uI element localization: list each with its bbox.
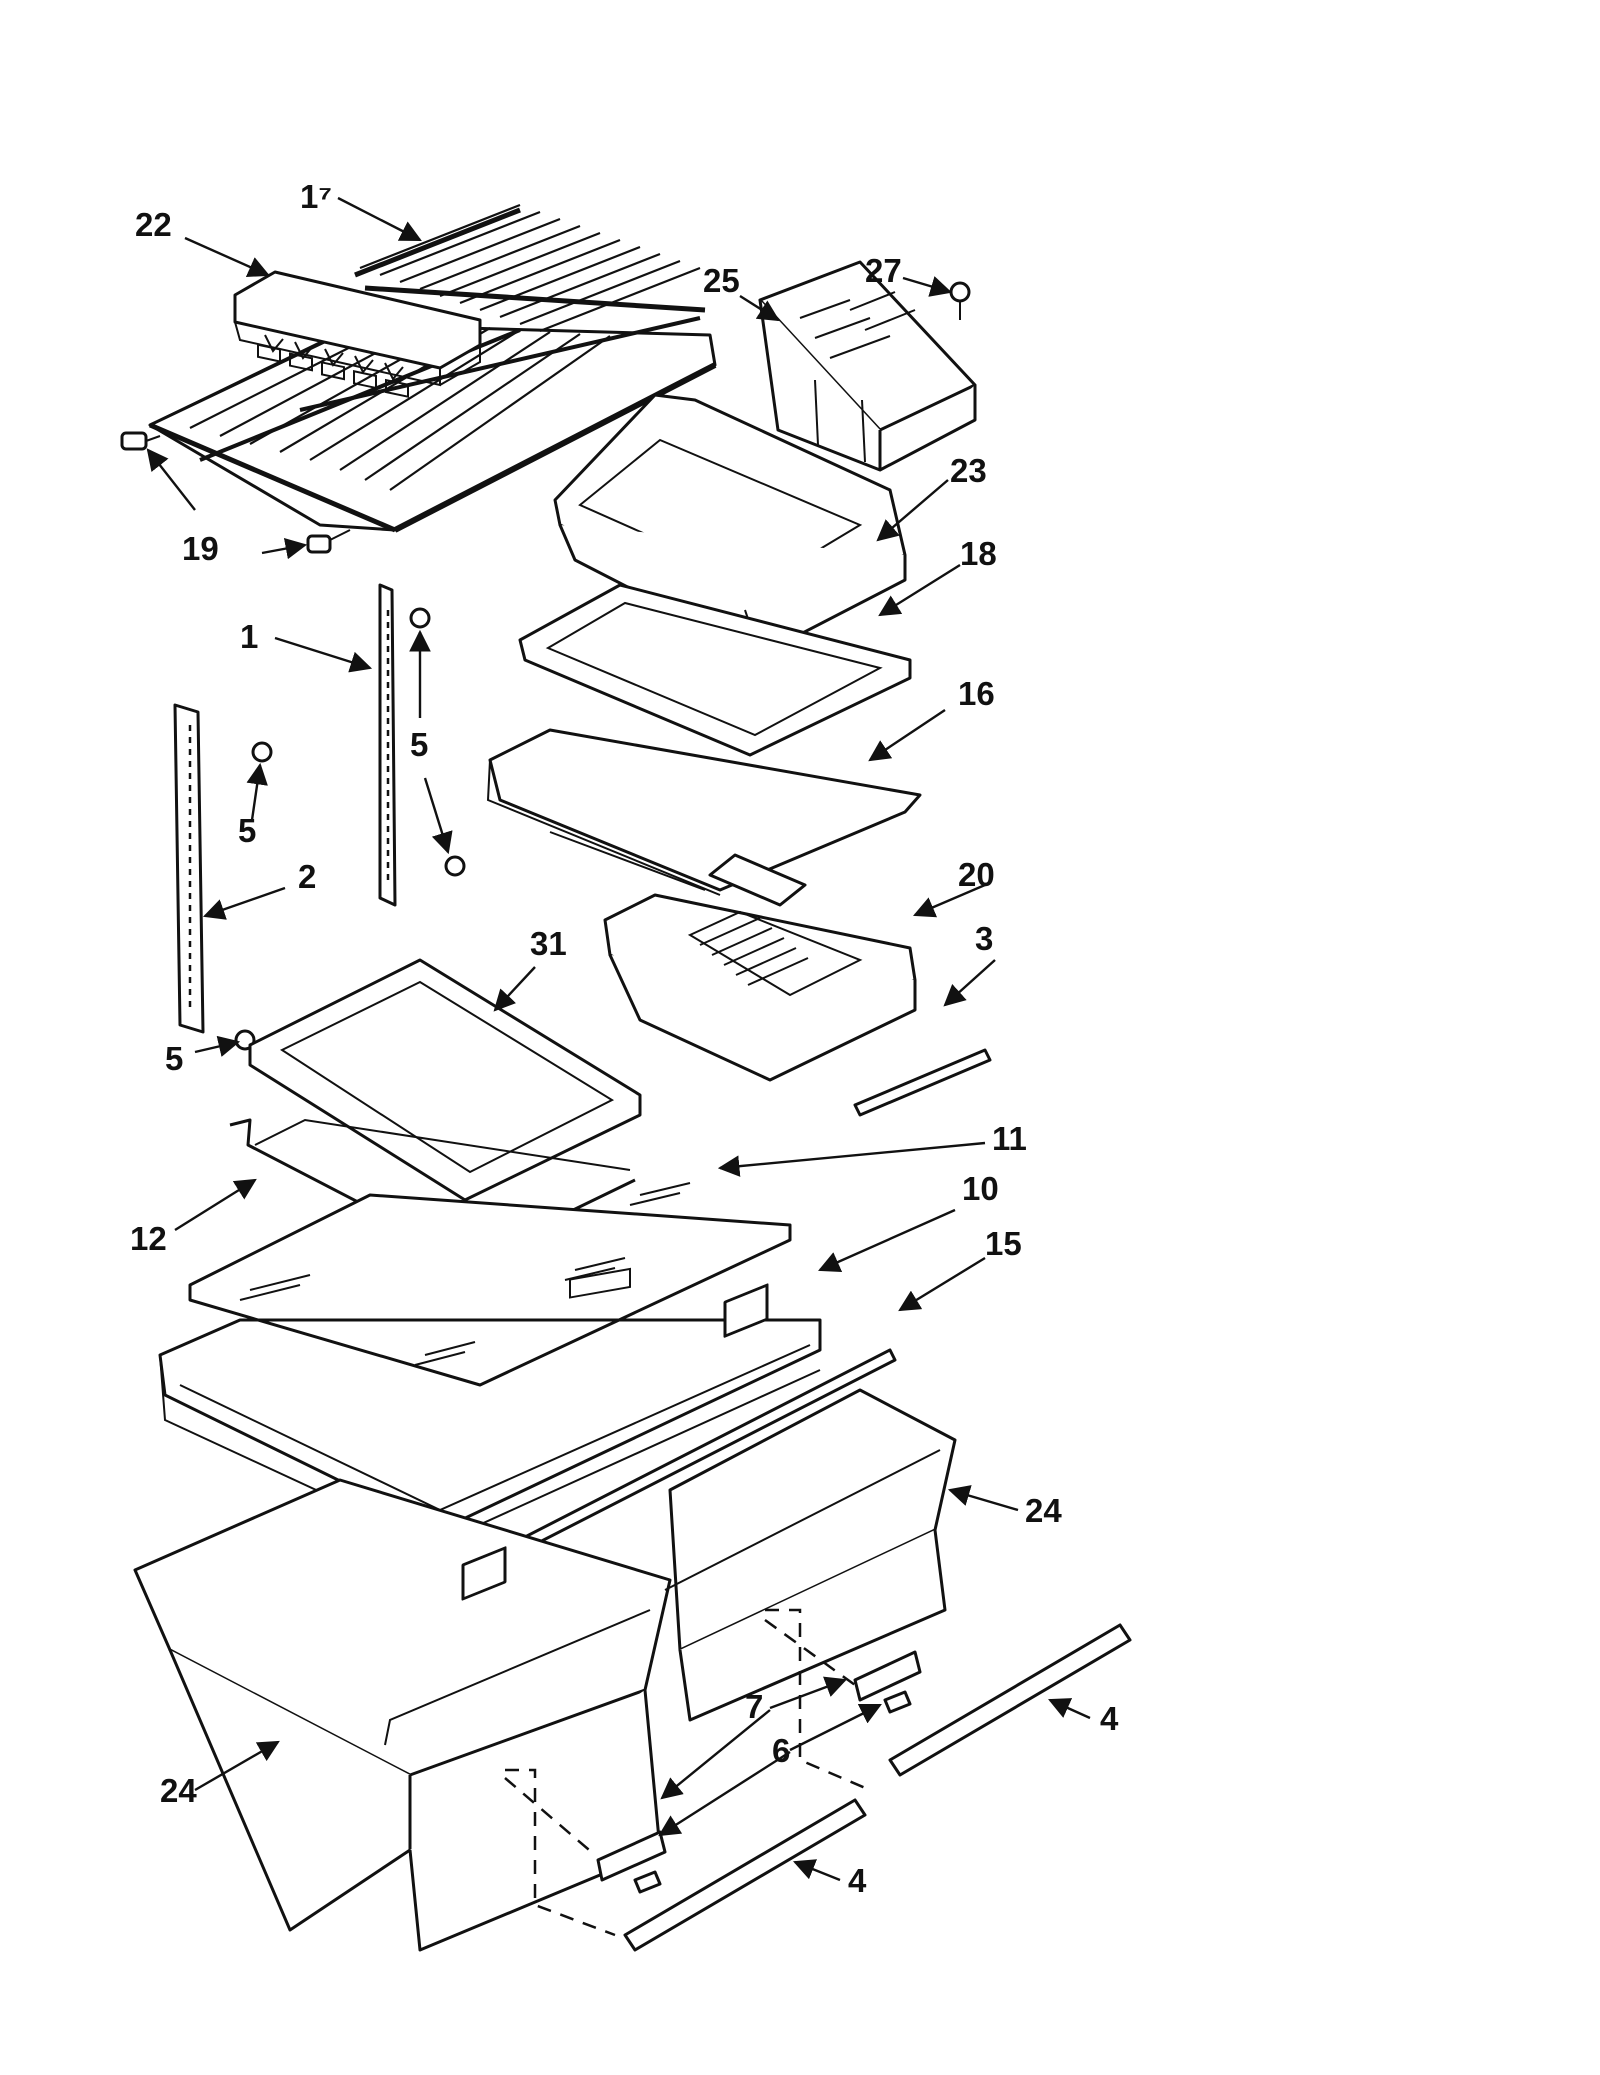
ice-tray bbox=[233, 270, 482, 398]
assembly-lines bbox=[504, 1608, 871, 1937]
callout-labels: 1⁷ 22 25 27 23 19 18 1 16 5 5 20 2 31 3 … bbox=[130, 178, 1119, 1899]
deli-drawer-trim bbox=[853, 1048, 992, 1117]
callout-7: 7 bbox=[745, 1688, 763, 1725]
callout-20: 20 bbox=[958, 856, 995, 893]
bracket-screw bbox=[949, 281, 971, 320]
callout-15: 15 bbox=[985, 1225, 1022, 1262]
leader-arrows bbox=[146, 196, 1091, 1882]
drawer-slide-right bbox=[853, 1650, 922, 1714]
callout-12: 12 bbox=[130, 1220, 167, 1257]
crisper-drawer-left bbox=[133, 1478, 672, 1952]
crisper-cover-frame bbox=[486, 728, 922, 896]
callout-27: 27 bbox=[865, 252, 902, 289]
deli-drawer bbox=[603, 853, 917, 1082]
drawer-trim-right bbox=[888, 1623, 1132, 1777]
callout-22: 22 bbox=[135, 206, 172, 243]
callout-25: 25 bbox=[703, 262, 740, 299]
callout-2: 2 bbox=[298, 858, 316, 895]
callout-1: 1 bbox=[240, 618, 258, 655]
shelf-support-right bbox=[378, 583, 397, 907]
callout-5-left: 5 bbox=[238, 812, 256, 849]
cover-support-bracket bbox=[758, 260, 977, 472]
callout-24-left: 24 bbox=[160, 1772, 197, 1809]
callout-16: 16 bbox=[958, 675, 995, 712]
crisper-cover-glass bbox=[518, 583, 912, 757]
crisper-drawer-right bbox=[664, 1283, 957, 1722]
drawer-trim-left bbox=[623, 1798, 867, 1952]
callout-4-right: 4 bbox=[1100, 1700, 1119, 1737]
drawer-slide-left bbox=[596, 1830, 667, 1894]
crisper-glass bbox=[188, 1182, 792, 1387]
callout-6: 6 bbox=[772, 1732, 790, 1769]
callout-19: 19 bbox=[182, 530, 219, 567]
callout-4-left: 4 bbox=[848, 1862, 867, 1899]
shelf-stop-left bbox=[120, 431, 161, 451]
callout-5-upper: 5 bbox=[410, 726, 428, 763]
callout-17: 1⁷ bbox=[300, 178, 332, 215]
glass-shelf bbox=[248, 958, 642, 1202]
wire-shelf bbox=[148, 203, 717, 533]
shelf-stop-right bbox=[306, 529, 351, 554]
callout-10: 10 bbox=[962, 1170, 999, 1207]
shelf-support-left bbox=[173, 703, 205, 1034]
meat-pan bbox=[553, 393, 907, 657]
callout-18: 18 bbox=[960, 535, 997, 572]
callout-11: 11 bbox=[992, 1120, 1027, 1157]
callout-23: 23 bbox=[950, 452, 987, 489]
callout-3: 3 bbox=[975, 920, 993, 957]
callout-24-right: 24 bbox=[1025, 1492, 1062, 1529]
callout-31: 31 bbox=[530, 925, 567, 962]
callout-5-lower: 5 bbox=[165, 1040, 183, 1077]
